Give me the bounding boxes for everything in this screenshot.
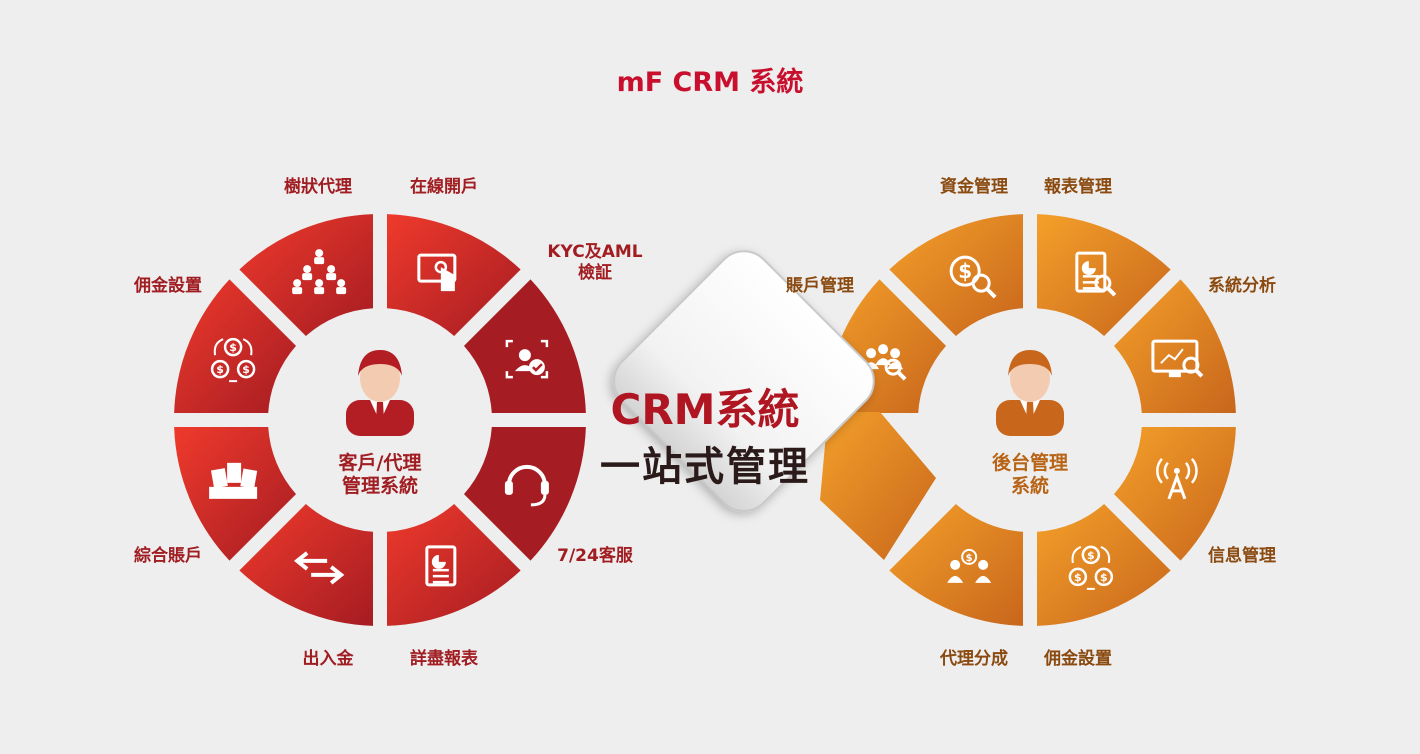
left-hub-line1: 客戶/代理 bbox=[338, 452, 422, 474]
center-diamond bbox=[613, 250, 875, 512]
svg-text:$: $ bbox=[1074, 571, 1082, 584]
segment-support bbox=[463, 426, 586, 561]
segment-tree-agent bbox=[239, 214, 374, 337]
left-hub-avatar bbox=[346, 350, 414, 436]
label-commission-left: 佣金設置 bbox=[134, 276, 202, 296]
svg-text:$: $ bbox=[216, 363, 224, 376]
accounts-tray-icon bbox=[209, 462, 258, 499]
money-search-icon: $ bbox=[949, 255, 997, 299]
label-tree-agent: 樹狀代理 bbox=[284, 177, 352, 197]
profit-share-icon: $ bbox=[947, 548, 992, 583]
segment-combined-account bbox=[174, 426, 297, 561]
label-report-detail: 詳盡報表 bbox=[410, 649, 478, 669]
label-fund-mgmt: 資金管理 bbox=[940, 177, 1008, 197]
money-cycle-icon: $ $ $ bbox=[1068, 545, 1114, 590]
connector-band bbox=[820, 412, 936, 560]
segment-fund-mgmt: $ bbox=[889, 214, 1024, 337]
transfer-arrows-icon bbox=[293, 551, 345, 585]
touch-screen-icon bbox=[417, 253, 457, 292]
center-subtitle: 一站式管理 bbox=[600, 444, 810, 490]
segment-agent-split: $ bbox=[889, 503, 1024, 626]
label-online-account: 在線開戶 bbox=[410, 177, 478, 197]
right-hub-title: 後台管理 系統 bbox=[950, 452, 1110, 498]
id-verify-icon bbox=[505, 339, 549, 379]
svg-text:$: $ bbox=[966, 553, 973, 564]
segment-online-account bbox=[386, 214, 521, 337]
org-chart-icon bbox=[292, 249, 347, 295]
left-hub-title: 客戶/代理 管理系統 bbox=[300, 452, 460, 498]
report-search-icon bbox=[1075, 251, 1117, 297]
label-system-analysis: 系統分析 bbox=[1208, 276, 1276, 296]
label-agent-split: 代理分成 bbox=[940, 649, 1008, 669]
label-kyc-aml-line1: KYC及AML bbox=[547, 242, 643, 262]
segment-message-mgmt bbox=[1113, 426, 1236, 561]
label-report-mgmt: 報表管理 bbox=[1044, 177, 1112, 197]
center-title: CRM系統 bbox=[610, 385, 800, 434]
svg-text:$: $ bbox=[229, 341, 237, 354]
label-deposit-withdraw: 出入金 bbox=[302, 649, 354, 669]
label-account-mgmt: 賬戶管理 bbox=[786, 276, 854, 296]
report-doc-icon bbox=[425, 545, 457, 587]
svg-text:$: $ bbox=[958, 259, 972, 283]
label-message-mgmt: 信息管理 bbox=[1208, 546, 1276, 566]
svg-text:$: $ bbox=[1087, 549, 1095, 562]
segment-system-analysis bbox=[1113, 279, 1236, 414]
label-support: 7/24客服 bbox=[557, 546, 633, 566]
headset-icon bbox=[504, 464, 549, 507]
label-combined-account: 綜合賬戶 bbox=[134, 546, 202, 566]
segment-deposit-withdraw bbox=[239, 503, 374, 626]
monitor-analysis-icon bbox=[1151, 339, 1204, 378]
broadcast-icon bbox=[1156, 458, 1198, 500]
page-title: mF CRM 系統 bbox=[616, 67, 804, 98]
money-cycle-icon: $ $ $ bbox=[210, 337, 256, 383]
segment-kyc-aml bbox=[463, 279, 586, 414]
svg-text:$: $ bbox=[242, 363, 250, 376]
segment-report-detail bbox=[386, 503, 521, 626]
segment-commission-right: $ $ $ bbox=[1036, 503, 1171, 626]
svg-text:$: $ bbox=[1100, 571, 1108, 584]
label-commission-right: 佣金設置 bbox=[1044, 649, 1112, 669]
left-hub-line2: 管理系統 bbox=[341, 475, 418, 497]
segment-report-mgmt bbox=[1036, 214, 1171, 337]
right-hub-line2: 系統 bbox=[1010, 475, 1049, 497]
segment-commission-left: $ $ $ bbox=[174, 279, 297, 414]
right-hub-line1: 後台管理 bbox=[991, 452, 1068, 474]
label-kyc-aml-line2: 檢証 bbox=[578, 263, 612, 283]
right-hub-avatar bbox=[996, 350, 1064, 436]
label-kyc-aml: KYC及AML 檢証 bbox=[530, 242, 660, 284]
